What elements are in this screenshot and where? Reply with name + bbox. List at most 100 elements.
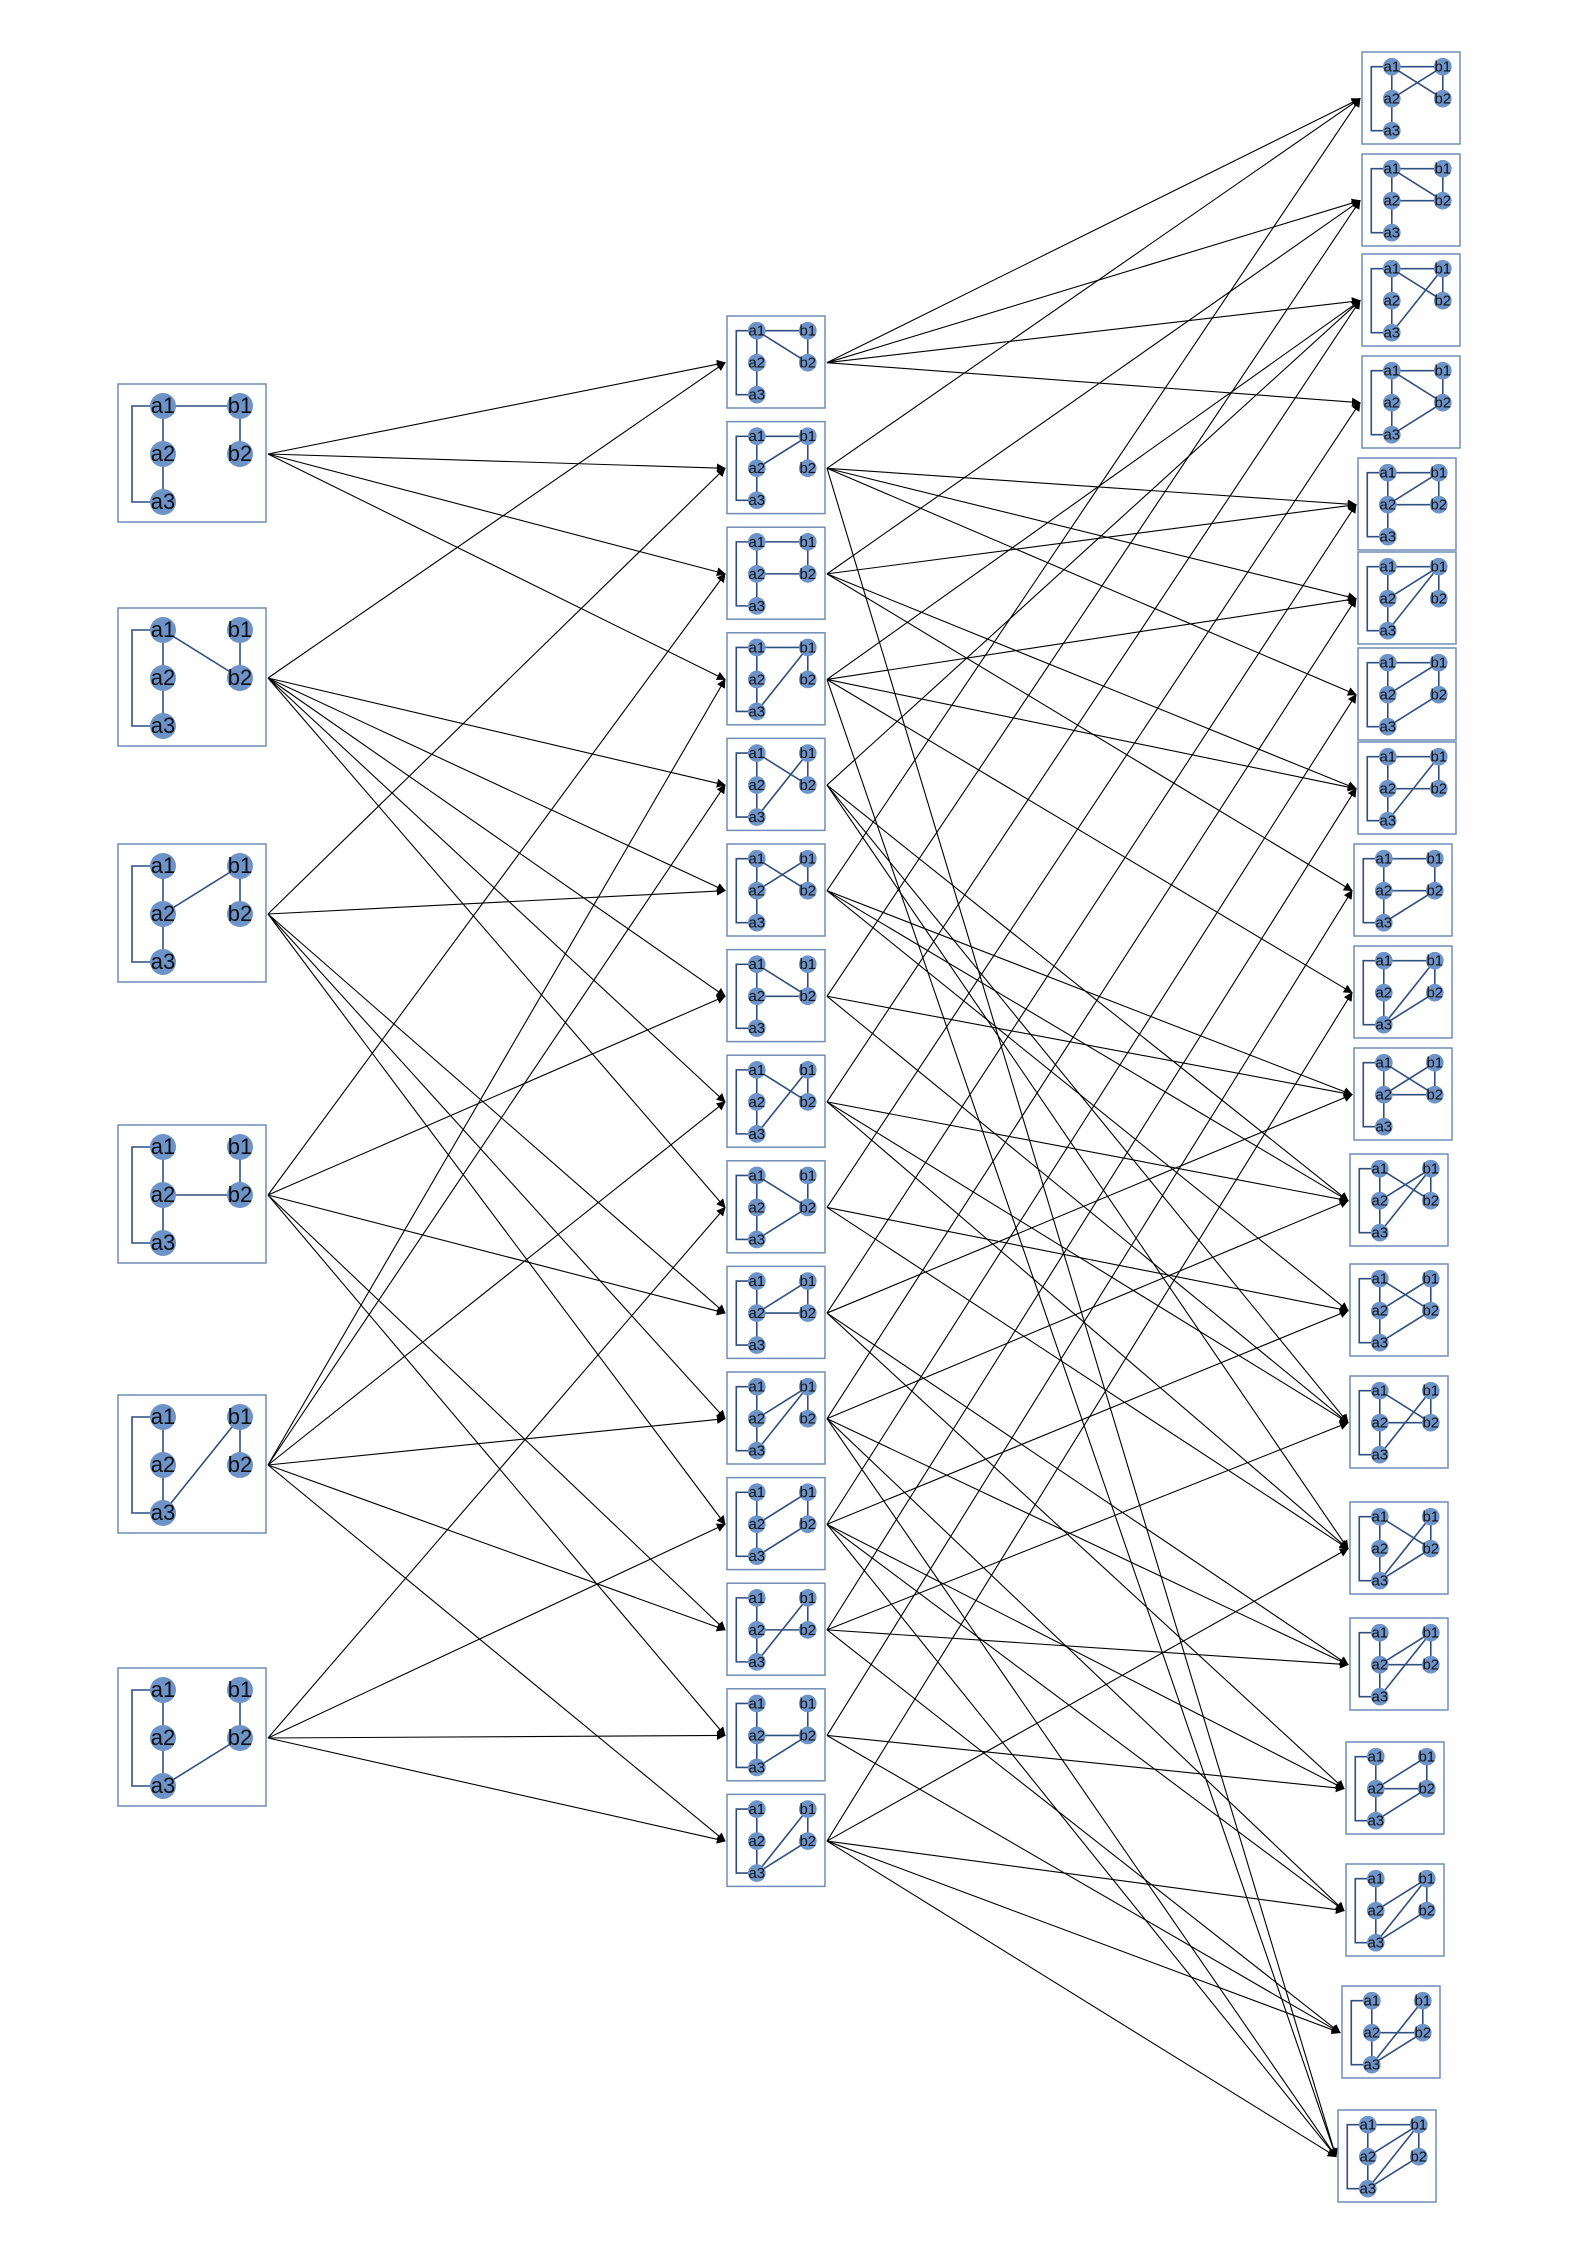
node-label-b2: b2 (228, 1182, 252, 1207)
node-label-b2: b2 (1430, 591, 1447, 608)
a-group-bracket (735, 329, 757, 396)
node-a2 (747, 1304, 766, 1322)
node-label-a1: a1 (748, 851, 765, 868)
pairing-edge-a1-b2 (756, 329, 809, 364)
node-label-b2: b2 (1414, 2025, 1431, 2042)
node-b1 (1429, 653, 1448, 672)
a-group-bracket (735, 1069, 757, 1135)
node-label-b2: b2 (799, 671, 816, 688)
node-b1 (798, 955, 817, 974)
node-a2 (747, 987, 766, 1006)
a-group-bracket (1362, 959, 1384, 1026)
pairing-edge-a1-b2 (1379, 1515, 1432, 1550)
a-group-bracket (1366, 755, 1388, 822)
node-a1 (1382, 361, 1401, 380)
a-group-bracket (1358, 1515, 1380, 1582)
node-b2 (227, 665, 253, 691)
transition-arrow-L1-2-to-7 (826, 573, 1357, 790)
node-label-b2: b2 (1430, 497, 1447, 514)
node-a1 (747, 955, 766, 974)
transition-arrow-L1-9-to-4 (826, 503, 1357, 1314)
transition-arrow-L0-5-to-13 (267, 1731, 726, 1741)
node-b1 (227, 1134, 253, 1160)
pairing-edge-a1-b2 (756, 1174, 809, 1209)
node-label-a1: a1 (748, 1484, 765, 1501)
node-label-a1: a1 (748, 323, 765, 340)
transition-arrow-L0-4-to-3 (267, 678, 726, 1466)
node-a1 (747, 1061, 766, 1079)
node-b2 (798, 670, 817, 689)
node-b1 (798, 1166, 817, 1185)
node-label-b1: b1 (1430, 465, 1447, 482)
node-a3 (747, 702, 766, 721)
pairing-edge-a3-b1 (756, 1386, 809, 1452)
node-a3 (150, 713, 176, 739)
a-group-bracket (735, 752, 757, 818)
pairing-edge-a2-b1 (1379, 1277, 1432, 1312)
node-label-a3: a3 (748, 703, 765, 720)
a-group-bracket (1362, 857, 1384, 924)
node-b2 (798, 1093, 817, 1111)
node-label-a1: a1 (1379, 465, 1396, 482)
node-label-a1: a1 (748, 534, 765, 551)
pairing-edge-a2-b1 (1383, 1061, 1436, 1096)
node-b2 (1433, 89, 1452, 108)
a-group-bracket (735, 963, 757, 1030)
pairing-edge-a2-b1 (1391, 65, 1444, 100)
pairing-edge-a2-b1 (1379, 1631, 1432, 1666)
node-a1 (1370, 1269, 1389, 1288)
node-b1 (227, 617, 253, 643)
transition-arrow-L1-10-to-11 (826, 1199, 1349, 1420)
node-label-a2: a2 (1383, 91, 1400, 108)
node-b2 (1429, 685, 1448, 704)
node-label-b1: b1 (1434, 261, 1451, 278)
node-b1 (798, 533, 817, 551)
pairing-edge-a3-b2 (1375, 1787, 1428, 1822)
transition-arrow-L0-3-to-2 (267, 573, 726, 1196)
a-group-bracket (1370, 167, 1392, 234)
node-label-a3: a3 (748, 598, 765, 615)
node-a1 (747, 638, 766, 657)
pairing-edge-a2-b1 (1375, 1877, 1428, 1912)
node-a3 (1366, 1811, 1385, 1830)
node-label-b1: b1 (1434, 59, 1451, 76)
node-label-a3: a3 (1371, 1225, 1388, 1242)
node-label-a3: a3 (1379, 719, 1396, 736)
node-a3 (1370, 1445, 1389, 1464)
node-a2 (747, 1832, 766, 1850)
pairing-edge-a3-b1 (756, 646, 809, 712)
pairing-edge-a3-b2 (1375, 1909, 1428, 1944)
node-b2 (227, 1725, 253, 1751)
transition-arrow-L1-14-to-14 (826, 1548, 1349, 1842)
node-label-a1: a1 (1383, 261, 1400, 278)
pairing-edge-a3-b2 (756, 1523, 809, 1557)
node-a2 (747, 1093, 766, 1111)
pairing-edge-a2-b1 (756, 857, 809, 892)
node-b1 (798, 1483, 817, 1502)
node-label-b1: b1 (799, 534, 816, 551)
node-b1 (1421, 1269, 1440, 1288)
node-b1 (1433, 57, 1452, 76)
node-a3 (1374, 913, 1393, 932)
node-a1 (1362, 1991, 1381, 2010)
transition-arrows (267, 97, 1361, 2158)
node-a2 (150, 665, 176, 691)
pairing-edge-a3-b2 (756, 1206, 809, 1241)
transition-arrow-L1-13-to-16 (826, 1734, 1345, 1793)
node-a1 (1370, 1381, 1389, 1400)
transition-arrow-L0-2-to-9 (267, 913, 726, 1314)
node-a1 (747, 321, 766, 340)
node-label-b1: b1 (799, 1484, 816, 1501)
node-label-b1: b1 (799, 745, 816, 762)
node-a1 (1366, 1747, 1385, 1766)
node-label-a3: a3 (1371, 1335, 1388, 1352)
pairing-edge-a1-b2 (756, 1069, 809, 1103)
node-b1 (1421, 1159, 1440, 1178)
node-a2 (1382, 191, 1401, 210)
